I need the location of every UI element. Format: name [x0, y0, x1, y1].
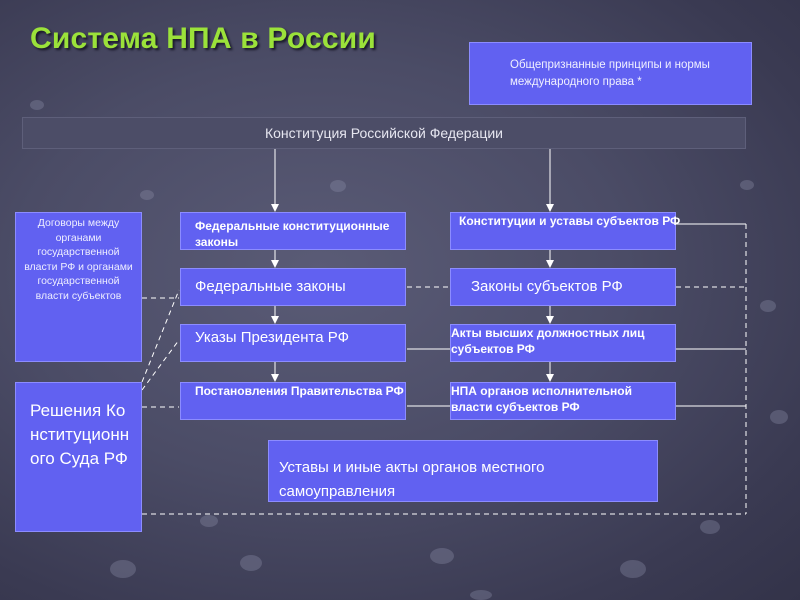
local-self-government-acts-label: Уставы и иные акты органов местного само…: [279, 459, 545, 500]
background-dot: [470, 590, 492, 600]
background-dot: [110, 560, 136, 578]
government-resolutions-box: Постановления Правительства РФ: [180, 382, 406, 420]
treaties-box: Договоры между органами государственной …: [15, 212, 142, 362]
international-law-box: Общепризнанные принципы и нормы междунар…: [469, 42, 752, 105]
constitution-box: Конституция Российской Федерации: [22, 117, 746, 149]
subject-constitutions-box: Конституции и уставы субъектов РФ: [450, 212, 680, 250]
background-dot: [760, 300, 776, 312]
president-decrees-box: Указы Президента РФ: [180, 324, 406, 362]
background-dot: [620, 560, 646, 578]
federal-constitutional-laws-box: Федеральные конституционные законы: [180, 212, 406, 250]
background-dot: [770, 410, 788, 424]
background-dot: [740, 180, 754, 190]
constitutional-court-decisions-label: Решения Конституционного Суда РФ: [30, 401, 130, 468]
background-dot: [200, 515, 218, 527]
subject-exec-acts-box: НПА органов исполнительной власти субъек…: [450, 382, 676, 420]
background-dot: [140, 190, 154, 200]
subject-laws-box: Законы субъектов РФ: [450, 268, 676, 306]
page-title: Система НПА в России: [30, 22, 377, 55]
background-dot: [700, 520, 720, 534]
local-self-government-acts-box: Уставы и иные акты органов местного само…: [268, 440, 658, 502]
subject-exec-acts-label: НПА органов исполнительной власти субъек…: [451, 384, 632, 414]
background-dot: [330, 180, 346, 192]
background-dot: [30, 100, 44, 110]
subject-constitutions-label: Конституции и уставы субъектов РФ: [459, 214, 681, 228]
constitutional-court-decisions-box: Решения Конституционного Суда РФ: [15, 382, 142, 532]
subject-heads-acts-label: Акты высших должностных лиц субъектов РФ: [451, 326, 645, 356]
background-dot: [430, 548, 454, 564]
subject-heads-acts-box: Акты высших должностных лиц субъектов РФ: [450, 324, 676, 362]
background-dot: [240, 555, 262, 571]
federal-laws-box: Федеральные законы: [180, 268, 406, 306]
government-resolutions-label: Постановления Правительства РФ: [195, 384, 404, 398]
federal-constitutional-laws-label: Федеральные конституционные законы: [195, 219, 390, 249]
